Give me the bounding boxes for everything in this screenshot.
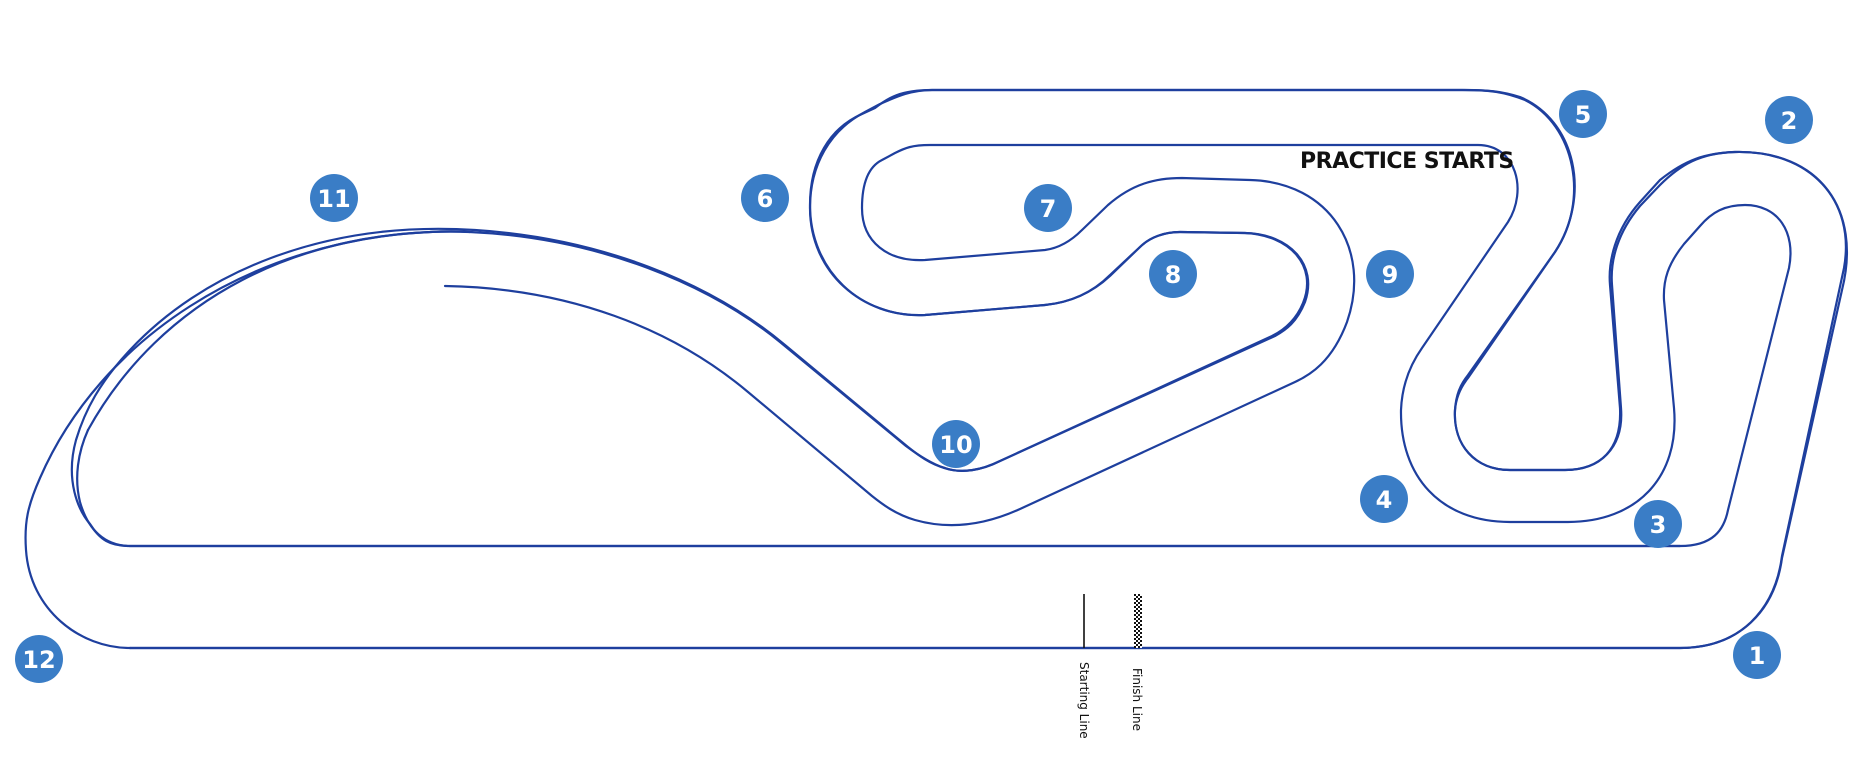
- turn-marker-6: 6: [741, 174, 789, 222]
- turn-marker-1-circle: [1733, 631, 1781, 679]
- turn-marker-12: 12: [15, 635, 63, 683]
- turn-marker-10: 10: [932, 420, 980, 468]
- turn-marker-8-label: 8: [1165, 261, 1182, 289]
- turn-marker-2-circle: [1765, 96, 1813, 144]
- finish-line-label: Finish Line: [1130, 668, 1144, 731]
- turn-marker-9-circle: [1366, 250, 1414, 298]
- turn-marker-3-circle: [1634, 500, 1682, 548]
- turn-marker-1-label: 1: [1749, 642, 1766, 670]
- track-outline-2: [76, 143, 1792, 548]
- turn-marker-7-label: 7: [1040, 195, 1057, 223]
- turn-marker-5: 5: [1559, 90, 1607, 138]
- turn-marker-10-label: 10: [939, 431, 972, 459]
- turn-marker-12-label: 12: [22, 646, 55, 674]
- turn-marker-5-label: 5: [1575, 101, 1592, 129]
- turn-marker-3-label: 3: [1650, 511, 1667, 539]
- turn-marker-5-circle: [1559, 90, 1607, 138]
- turn-marker-8-circle: [1149, 250, 1197, 298]
- track-outline-1: [86, 88, 1847, 650]
- turn-marker-9-label: 9: [1382, 261, 1399, 289]
- turn-marker-7-circle: [1024, 184, 1072, 232]
- turn-marker-3: 3: [1634, 500, 1682, 548]
- turn-marker-10-circle: [932, 420, 980, 468]
- turn-marker-2: 2: [1765, 96, 1813, 144]
- turn-marker-9: 9: [1366, 250, 1414, 298]
- turn-marker-11-label: 11: [317, 185, 350, 213]
- turn-marker-6-label: 6: [757, 185, 774, 213]
- track-outline-3: [24, 230, 472, 650]
- finish-line: [1134, 594, 1142, 648]
- finish-line-pattern: [1134, 594, 1142, 648]
- turn-marker-6-circle: [741, 174, 789, 222]
- turn-marker-7: 7: [1024, 184, 1072, 232]
- turn-marker-4: 4: [1360, 475, 1408, 523]
- turn-marker-11: 11: [310, 174, 358, 222]
- turn-marker-1: 1: [1733, 631, 1781, 679]
- turn-marker-2-label: 2: [1781, 107, 1798, 135]
- turn-marker-8: 8: [1149, 250, 1197, 298]
- turn-marker-4-label: 4: [1376, 486, 1393, 514]
- turn-marker-4-circle: [1360, 475, 1408, 523]
- starting-line-label: Starting Line: [1077, 662, 1091, 739]
- track-outer-edge: [70, 88, 1848, 650]
- turn-marker-12-circle: [15, 635, 63, 683]
- turn-marker-11-circle: [310, 174, 358, 222]
- practice-starts-label: PRACTICE STARTS: [1300, 149, 1514, 174]
